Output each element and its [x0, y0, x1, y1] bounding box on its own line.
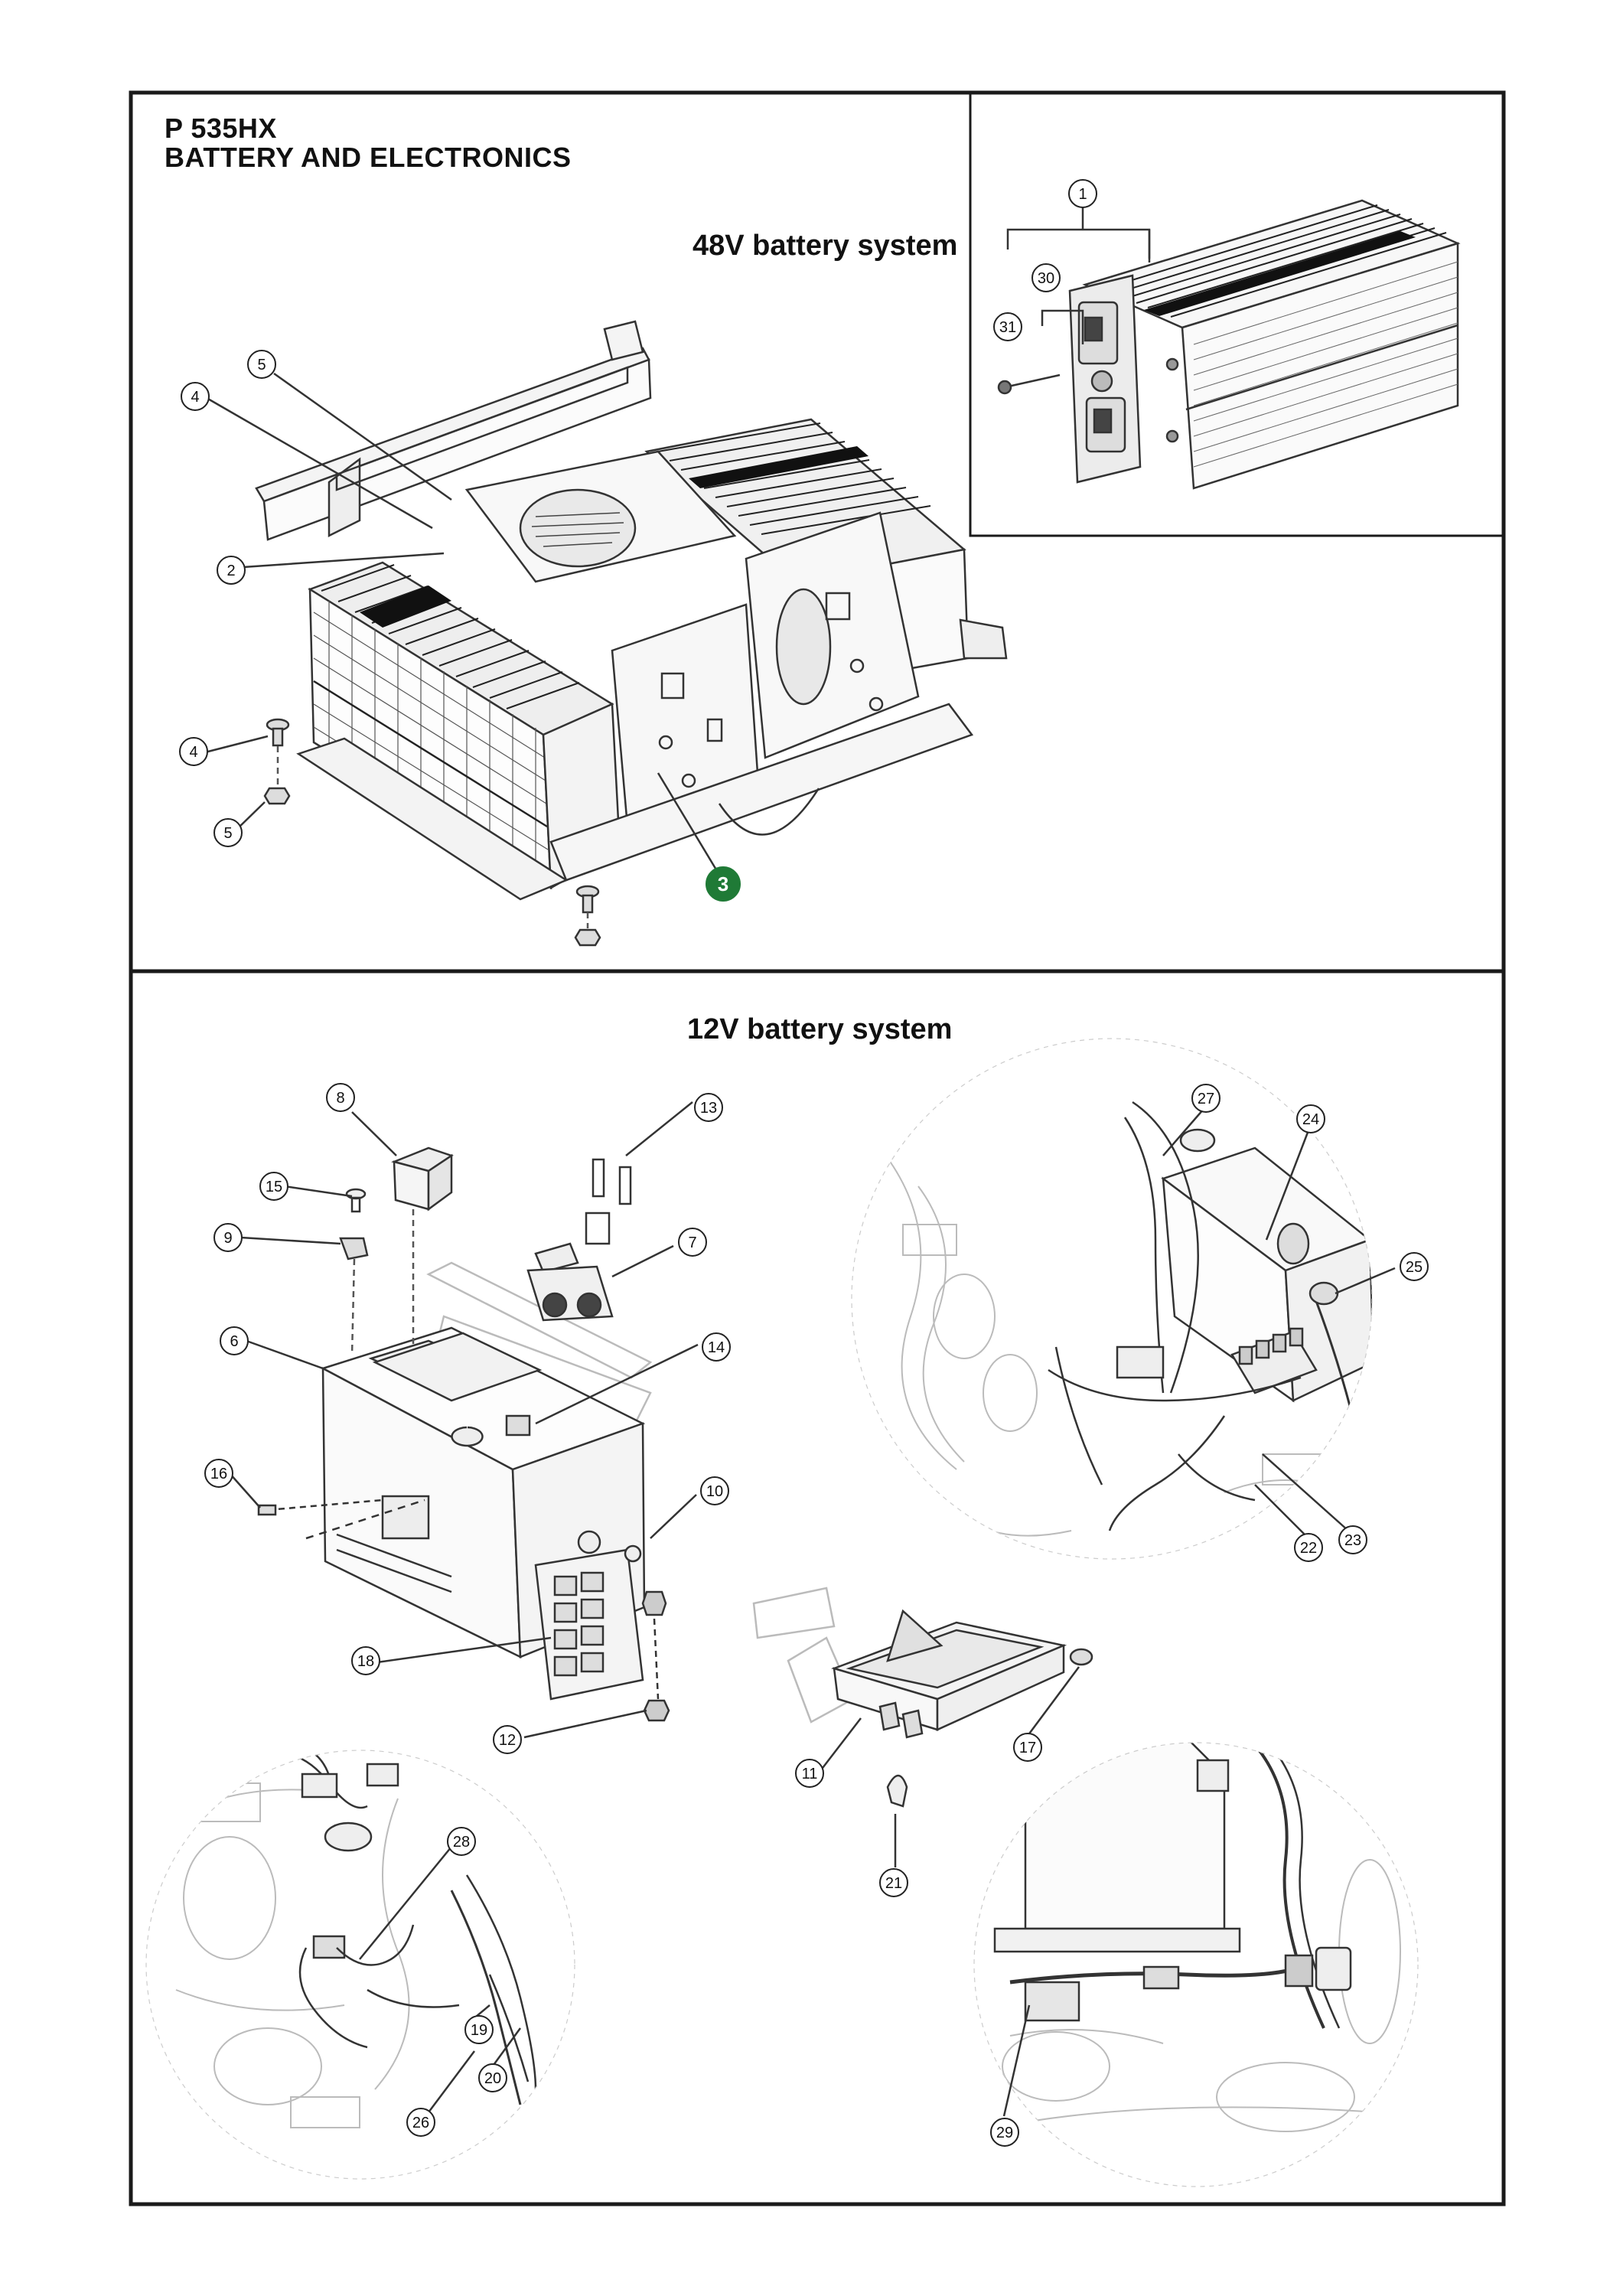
- callout-c30: 30: [1031, 263, 1061, 292]
- callout-c15: 15: [259, 1172, 288, 1201]
- callout-c10: 10: [700, 1476, 729, 1505]
- callout-label: 6: [230, 1333, 238, 1350]
- callout-label: 12: [499, 1732, 516, 1749]
- battery-48v-assembly: [204, 320, 1008, 947]
- callout-label: 26: [412, 2115, 429, 2131]
- callout-c26: 26: [406, 2108, 435, 2137]
- callout-label: 11: [802, 1766, 818, 1782]
- callout-label: 21: [885, 1875, 902, 1892]
- callout-label: 31: [999, 319, 1016, 336]
- callout-label: 30: [1038, 270, 1054, 287]
- callout-c22: 22: [1294, 1533, 1323, 1562]
- callout-label: 20: [484, 2070, 501, 2087]
- callout-c28: 28: [447, 1827, 476, 1856]
- callout-label: 19: [471, 2022, 487, 2039]
- callout-label: 27: [1198, 1091, 1214, 1107]
- callout-c8: 8: [326, 1083, 355, 1112]
- callout-c29: 29: [990, 2118, 1019, 2147]
- detail-view-battery-cable: [973, 1742, 1419, 2187]
- battery-module-inset: [997, 199, 1461, 490]
- callout-c7: 7: [678, 1228, 707, 1257]
- callout-label: 22: [1300, 1540, 1317, 1557]
- detail-view-engine-bay-top: [851, 1038, 1396, 1560]
- callout-c4b: 4: [179, 737, 208, 766]
- callout-c3: 3: [706, 866, 741, 902]
- callout-c31: 31: [993, 312, 1022, 341]
- callout-label: 28: [453, 1834, 470, 1851]
- callout-label: 23: [1344, 1532, 1361, 1549]
- callout-label: 17: [1019, 1740, 1036, 1756]
- callout-label: 14: [708, 1339, 725, 1356]
- callout-c5a: 5: [247, 350, 276, 379]
- callout-label: 7: [688, 1234, 696, 1251]
- page-title: BATTERY AND ELECTRONICS: [165, 142, 572, 173]
- callout-label: 25: [1406, 1259, 1423, 1276]
- callout-c4a: 4: [181, 382, 210, 411]
- callout-label: 15: [266, 1179, 282, 1195]
- callout-c25: 25: [1400, 1252, 1429, 1281]
- callout-c16: 16: [204, 1459, 233, 1488]
- callout-label: 8: [336, 1090, 344, 1107]
- callout-c18: 18: [351, 1646, 380, 1675]
- callout-label: 10: [706, 1483, 723, 1500]
- page-frame: [129, 90, 1506, 2206]
- callout-c21: 21: [879, 1868, 908, 1897]
- callout-c6: 6: [220, 1326, 249, 1355]
- callout-label: 24: [1302, 1111, 1319, 1128]
- control-unit-assembly: [752, 1587, 1093, 1867]
- callout-label: 5: [223, 825, 232, 842]
- callout-label: 18: [357, 1653, 374, 1670]
- model-number: P 535HX: [165, 113, 277, 144]
- callout-c19: 19: [464, 2015, 494, 2044]
- detail-view-engine-bay-left: [145, 1750, 575, 2180]
- callout-c12: 12: [493, 1725, 522, 1754]
- callout-c27: 27: [1191, 1084, 1221, 1113]
- callout-label: 9: [223, 1230, 232, 1247]
- callout-c1: 1: [1068, 179, 1097, 208]
- callout-c9: 9: [213, 1223, 243, 1252]
- callout-label: 3: [718, 872, 728, 895]
- callout-c20: 20: [478, 2063, 507, 2092]
- callout-label: 4: [189, 744, 197, 761]
- battery-12v-assembly: [229, 1101, 699, 1739]
- callout-c14: 14: [702, 1332, 731, 1362]
- callout-label: 1: [1078, 186, 1087, 203]
- callout-label: 5: [257, 357, 266, 373]
- section-title-48v: 48V battery system: [693, 230, 958, 262]
- section-title-12v: 12V battery system: [687, 1013, 953, 1045]
- callout-label: 4: [191, 389, 199, 406]
- callout-label: 2: [227, 563, 235, 579]
- callout-c23: 23: [1338, 1525, 1367, 1554]
- callout-label: 16: [210, 1466, 227, 1482]
- callout-c24: 24: [1296, 1104, 1325, 1133]
- callout-c5b: 5: [213, 818, 243, 847]
- callout-c11: 11: [795, 1759, 824, 1788]
- callout-label: 13: [700, 1100, 717, 1117]
- callout-c2: 2: [217, 556, 246, 585]
- callout-c17: 17: [1013, 1733, 1042, 1762]
- callout-c13: 13: [694, 1093, 723, 1122]
- callout-label: 29: [996, 2125, 1013, 2141]
